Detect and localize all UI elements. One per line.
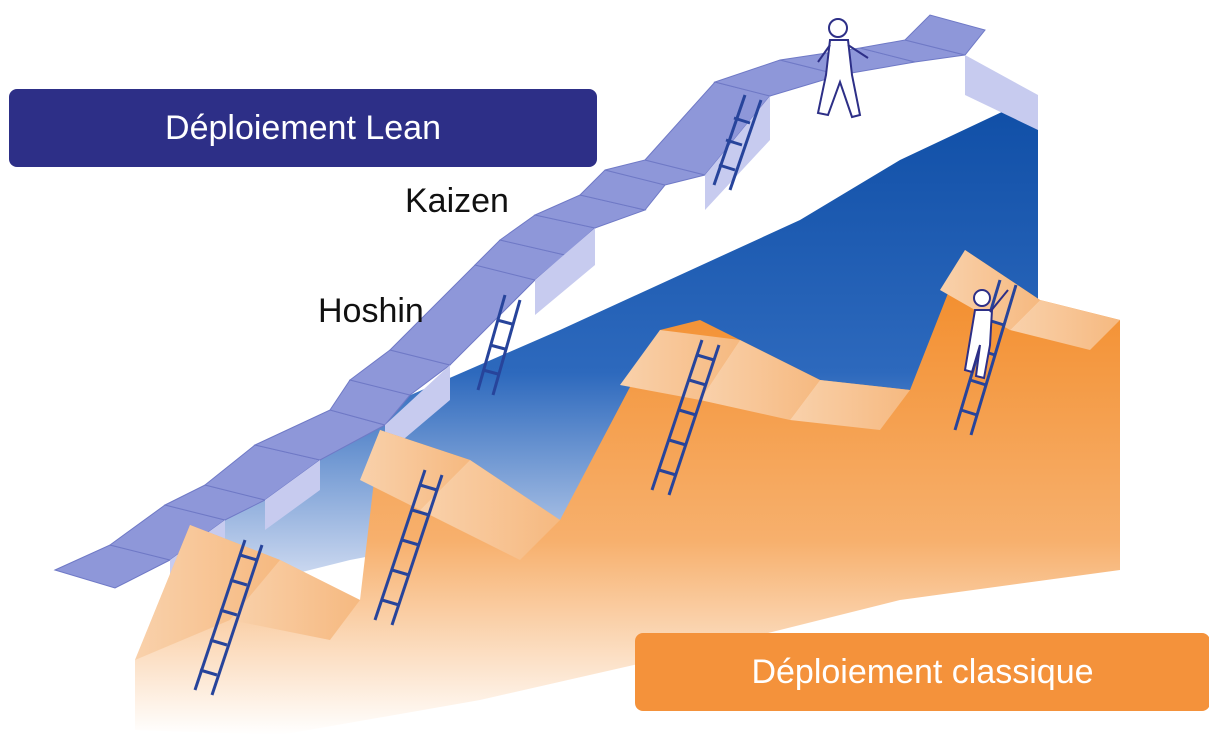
hoshin-label: Hoshin: [318, 292, 424, 330]
walking-person-icon: [816, 18, 869, 119]
classic-deployment-banner: Déploiement classique: [635, 633, 1209, 711]
ladder-icon: [373, 469, 444, 626]
kaizen-label: Kaizen: [405, 182, 509, 220]
ladder-icon: [193, 539, 264, 696]
classic-steps: [135, 250, 1120, 735]
lean-deployment-banner: Déploiement Lean: [9, 89, 597, 167]
ladder-icon: [650, 339, 721, 496]
ladder-icon: [476, 294, 522, 396]
lean-deployment-label: Déploiement Lean: [165, 108, 441, 147]
ladder-icon: [712, 94, 763, 191]
classic-deployment-label: Déploiement classique: [751, 652, 1094, 691]
climbing-person-icon: [963, 289, 1009, 380]
ladders: [193, 94, 1018, 696]
